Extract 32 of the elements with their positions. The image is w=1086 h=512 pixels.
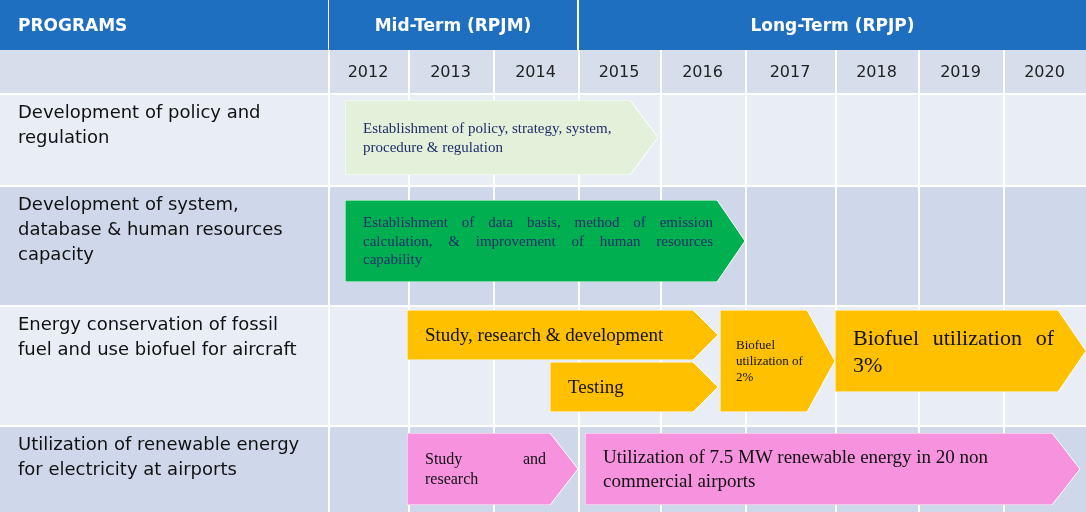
row-label: Utilization of renewable energy for electricity at airports (17, 432, 301, 482)
header-cell: Long-Term (RPJP) (579, 0, 1086, 50)
chevron-label: Establishment of policy, strategy, system, procedure & regulation (363, 118, 613, 157)
chevron-bar (550, 362, 718, 412)
year-cell-text: 2020 (1023, 61, 1066, 83)
chevron-label: Establishment of data basis, method of emission calculation, & improvement of human resources capability (363, 212, 713, 270)
year-cell-text: 2012 (346, 61, 390, 83)
chevron-label: Biofuel utilization of 3% (853, 323, 1054, 379)
chevron-bar (720, 310, 835, 412)
chevron-label: Study and research (425, 449, 546, 489)
year-cell-text: 2019 (939, 61, 982, 83)
row-label: Development of system, database & human resources capacity (17, 192, 284, 267)
header-cell: PROGRAMS (0, 0, 328, 50)
year-cell-text: 2014 (514, 61, 557, 83)
year-cell-text: 2015 (597, 61, 641, 83)
chevron-label: Biofuel utilization of 2% (736, 336, 804, 386)
year-cell-text: 2013 (429, 61, 472, 83)
chevron-bar (835, 310, 1086, 392)
year-cell-text: 2018 (855, 61, 898, 83)
chevron-bar (407, 433, 578, 505)
chevron-bar (407, 310, 718, 360)
row-label: Development of policy and regulation (17, 100, 262, 150)
chevron-label: Utilization of 7.5 MW renewable energy in 20 non commercial airports (603, 445, 989, 493)
chevron-bar (345, 200, 745, 282)
chevron-bar (585, 433, 1080, 505)
chevron-bar (345, 100, 658, 175)
row-label: Energy conservation of fossil fuel and use biofuel for aircraft (17, 312, 298, 362)
year-cell-text: 2017 (768, 61, 812, 83)
year-cell-text: 2016 (681, 61, 724, 83)
header-cell: Mid-Term (RPJM) (329, 0, 577, 50)
chevron-label: Study, research & development (425, 323, 665, 347)
chevron-label: Testing (568, 375, 625, 399)
